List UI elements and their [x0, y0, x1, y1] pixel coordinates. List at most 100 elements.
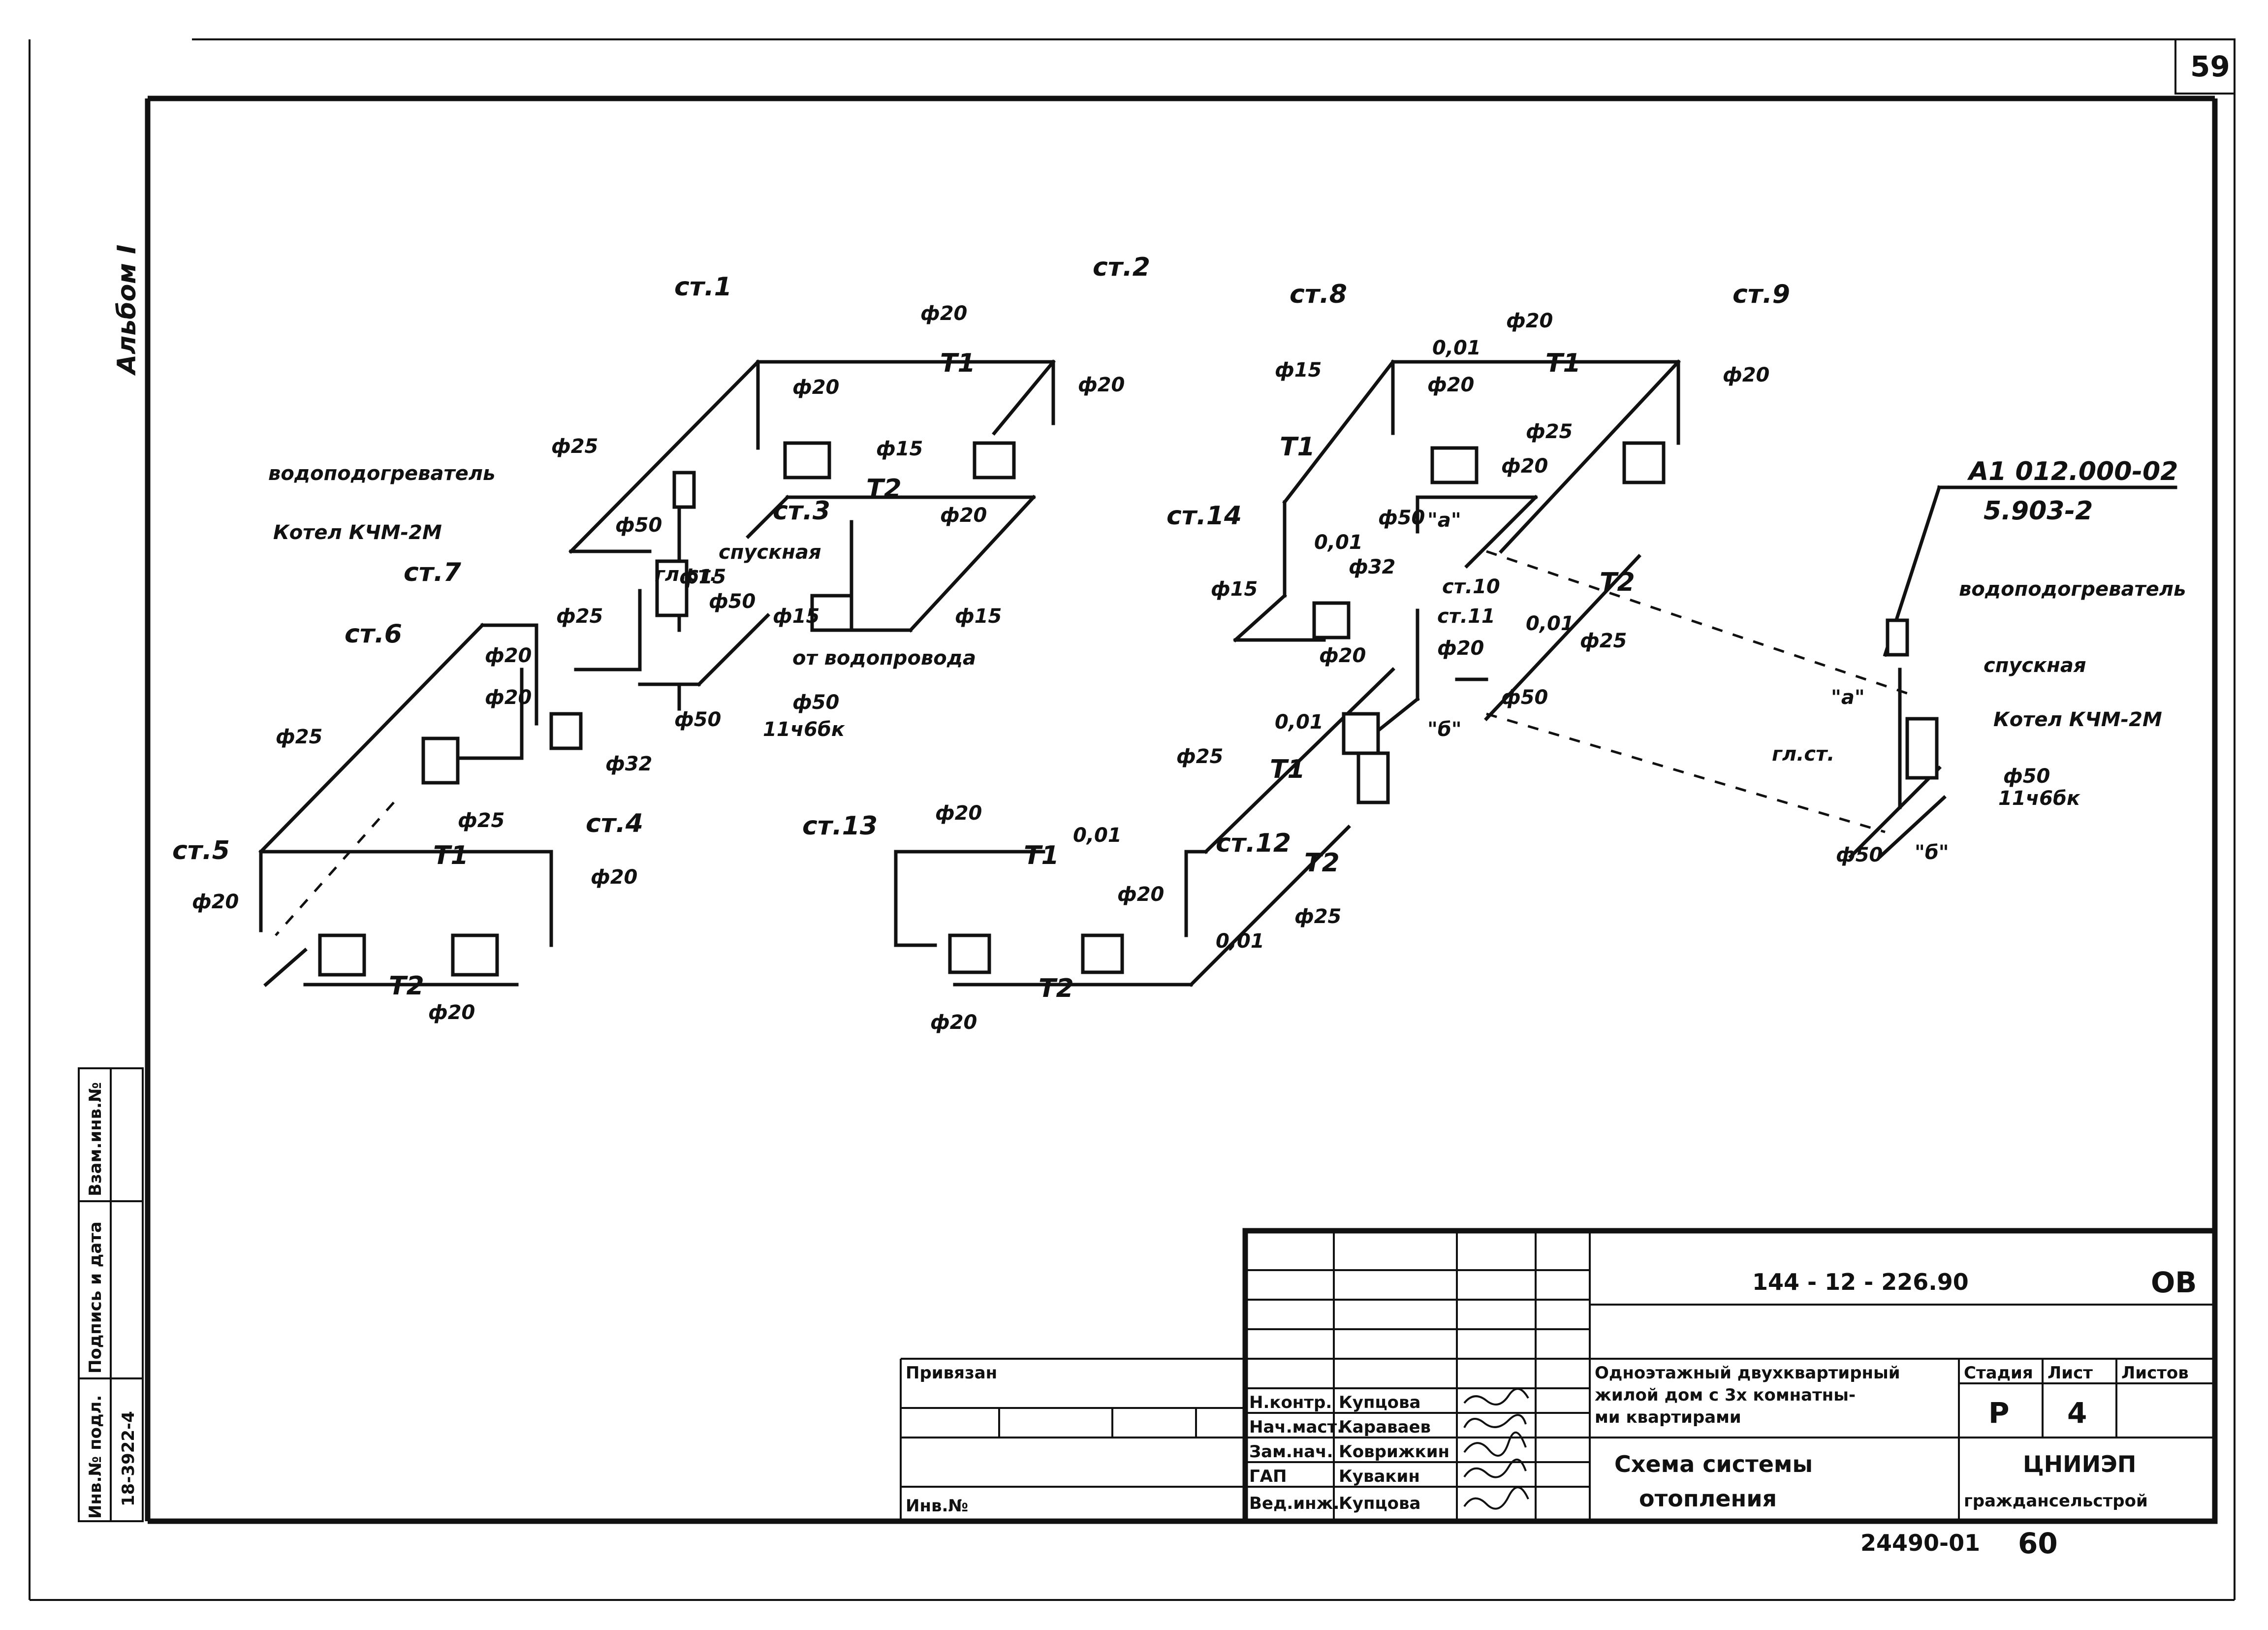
- right-scheme-pipes: [894, 359, 1681, 987]
- detail-main-riser: гл.ст.: [1772, 743, 1834, 766]
- t2-label-right-mid: T2: [1600, 568, 1635, 597]
- t1-label-right-top: T1: [1545, 349, 1581, 378]
- water-heater-label-left: водоподогреватель: [268, 462, 495, 485]
- detail-ref-1: А1 012.000-02: [1967, 457, 2178, 486]
- detail-node-a: "а": [1831, 686, 1865, 709]
- riser-label-3: ст.3: [773, 496, 830, 526]
- water-main-label: от водопровода: [792, 647, 976, 670]
- pipe-label-left-4: ф15: [876, 438, 923, 460]
- pipe-label-right-7: ф50: [1378, 507, 1425, 529]
- t2-label-bottom: T2: [389, 971, 424, 1001]
- t2-label-top: T2: [866, 474, 902, 504]
- radiator-right-12: [1081, 933, 1124, 974]
- name-5: Купцова: [1339, 1494, 1420, 1513]
- pipe-label-right-14: ф25: [1176, 745, 1223, 768]
- main-riser-label-left: гл.ст.: [655, 563, 717, 586]
- project-line-1: Одноэтажный двухквартирный: [1595, 1363, 1900, 1383]
- t1-label-right-low: T1: [1024, 841, 1059, 870]
- riser-label-4: ст.4: [586, 809, 643, 838]
- pipe-label-left-22: ф50: [674, 708, 721, 731]
- pipe-label-right-8: ф32: [1349, 556, 1395, 578]
- t1-label-bottom: T1: [433, 841, 469, 870]
- pipe-label-left-10: ф25: [556, 605, 603, 628]
- radiator-right-13: [948, 933, 991, 974]
- node-b-right: "б": [1427, 718, 1462, 741]
- riser-label-14: ст.14: [1166, 501, 1242, 531]
- detail-valve: 11ч6бк: [1998, 787, 2080, 810]
- role-3: Зам.нач.: [1249, 1442, 1333, 1462]
- page-number: 59: [2190, 50, 2230, 83]
- role-4: ГАП: [1249, 1467, 1287, 1486]
- boiler-label-left: Котел КЧМ-2М: [273, 521, 442, 544]
- name-1: Купцова: [1339, 1393, 1420, 1412]
- pipe-label-left-12: ф20: [485, 686, 532, 709]
- bottom-code: 24490-01: [1860, 1530, 1980, 1556]
- riser-label-12: ст.12: [1216, 829, 1291, 858]
- pipe-label-right-13: ф50: [1501, 686, 1548, 709]
- sheets-header: Листов: [2121, 1363, 2189, 1383]
- pipe-label-left-6: ф15: [955, 605, 1002, 628]
- role-1: Н.контр.: [1249, 1393, 1332, 1412]
- pipe-label-right-15: ф20: [935, 802, 982, 825]
- pipe-label-left-2: ф20: [792, 376, 839, 399]
- sheet-title-1: Схема системы: [1614, 1451, 1813, 1477]
- t2-label-right-low: T2: [1039, 974, 1074, 1003]
- t2-label-right-diag: T2: [1304, 848, 1340, 878]
- side-stamp-inv: Инв.№ подл.: [86, 1395, 105, 1519]
- side-stamp-number: 18-3922-4: [119, 1411, 138, 1506]
- pipe-label-left-16: ф20: [591, 866, 637, 889]
- pipe-label-left-17: ф20: [192, 891, 239, 913]
- pipe-label-right-2: ф15: [1275, 359, 1322, 382]
- pipe-label-left-1: ф20: [920, 302, 967, 325]
- name-3: Коврижкин: [1339, 1442, 1449, 1462]
- doc-suffix: ОВ: [2151, 1266, 2197, 1299]
- detail-pipes: [1848, 485, 2177, 859]
- pipe-label-right-10: ф20: [1319, 644, 1366, 667]
- pipe-label-right-18: ф25: [1294, 905, 1341, 928]
- pipe-label-left-19: ф15: [679, 566, 726, 588]
- pipe-label-left-3: ф20: [1078, 374, 1125, 396]
- name-2: Караваев: [1339, 1417, 1431, 1437]
- radiator-left-6: [421, 736, 460, 785]
- radiator-left-5: [318, 933, 366, 977]
- title-block-grid: [900, 1228, 2218, 1524]
- expansion-tank-left: [549, 712, 583, 750]
- radiator-left-1: [783, 441, 831, 479]
- radiator-right-14: [1312, 601, 1351, 639]
- riser-label-7: ст.7: [404, 558, 462, 587]
- org-line-1: ЦНИИЭП: [2023, 1451, 2136, 1477]
- attached-label: Привязан: [906, 1363, 997, 1383]
- pipe-label-right-9: ф15: [1211, 578, 1258, 601]
- album-label: Альбом I: [112, 245, 142, 376]
- sheet-frame: [29, 38, 2236, 1601]
- riser-label-1: ст.1: [674, 272, 732, 302]
- slope-label-2: 0,01: [1314, 531, 1363, 554]
- slope-label-5: 0,01: [1073, 824, 1122, 847]
- slope-label-6: 0,01: [1216, 930, 1264, 953]
- doc-code: 144 - 12 - 226.90: [1752, 1269, 1969, 1295]
- pipe-label-right-4: ф20: [1723, 364, 1769, 386]
- t1-label-right-side: T1: [1280, 432, 1315, 462]
- left-scheme-devices: [318, 441, 1016, 977]
- radiator-left-3: [810, 594, 853, 632]
- riser-label-5: ст.5: [172, 836, 230, 865]
- pipe-label-left-9: ф50: [615, 514, 662, 537]
- valve-label-left: 11ч6бк: [763, 718, 845, 741]
- radiator-right-10: [1342, 712, 1380, 755]
- role-5: Вед.инж.: [1249, 1494, 1339, 1513]
- pipe-label-left-14: ф25: [276, 726, 322, 748]
- pipe-label-right-16: ф20: [1117, 883, 1164, 906]
- pipe-label-left-8: ф25: [551, 435, 598, 458]
- role-2: Нач.маст.: [1249, 1417, 1343, 1437]
- bottom-number: 60: [2018, 1527, 2058, 1560]
- water-heater-left: [672, 471, 696, 509]
- radiator-left-4: [451, 933, 499, 977]
- drain-label-left: спускная: [719, 541, 821, 564]
- org-line-2: граждансельстрой: [1964, 1491, 2148, 1511]
- pipe-label-left-5: ф20: [940, 504, 987, 527]
- signatures: [1463, 1388, 1529, 1510]
- radiator-right-8: [1430, 446, 1479, 484]
- t1-label-right-bottom: T1: [1270, 755, 1305, 784]
- pipe-label-right-1: ф20: [1506, 310, 1553, 332]
